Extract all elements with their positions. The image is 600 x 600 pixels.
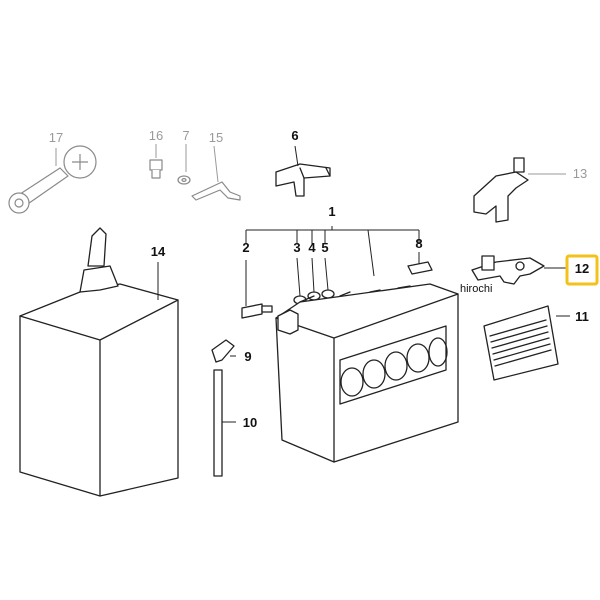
part-number-14: 14 [151,244,166,259]
part-16-bolt [149,144,163,179]
part-number-3: 3 [293,240,300,255]
part-9-elbow [211,339,236,363]
part-number-6: 6 [291,128,298,143]
part-1-battery [245,226,459,463]
part-number-5: 5 [321,240,328,255]
part-11-grill [483,305,570,381]
part-12-terminal [471,255,566,285]
part-number-13: 13 [573,166,587,181]
part-number-11: 11 [575,309,589,324]
part-number-2: 2 [242,240,249,255]
part-number-1: 1 [328,204,335,219]
watermark: hirochi [460,283,492,295]
part-number-17: 17 [49,130,63,145]
part-7-washer [177,144,191,185]
part-number-8: 8 [415,236,422,251]
part-13-terminal [473,157,566,223]
part-6-holder [275,145,331,197]
part-10-hose [213,369,236,477]
part-3-4-5-hardware [293,257,335,305]
part-number-4: 4 [308,240,316,255]
part-8-cap [407,252,433,275]
part-number-7: 7 [182,128,189,143]
part-2-bolt [241,260,273,319]
highlight-box [565,254,599,286]
part-17-wrench [8,145,97,214]
part-number-16: 16 [149,128,163,143]
part-number-12: 12 [575,261,589,276]
part-number-9: 9 [244,349,251,364]
part-14-canister [19,227,179,497]
part-number-15: 15 [209,130,223,145]
part-15-bracket [191,145,241,201]
part-number-10: 10 [243,415,257,430]
